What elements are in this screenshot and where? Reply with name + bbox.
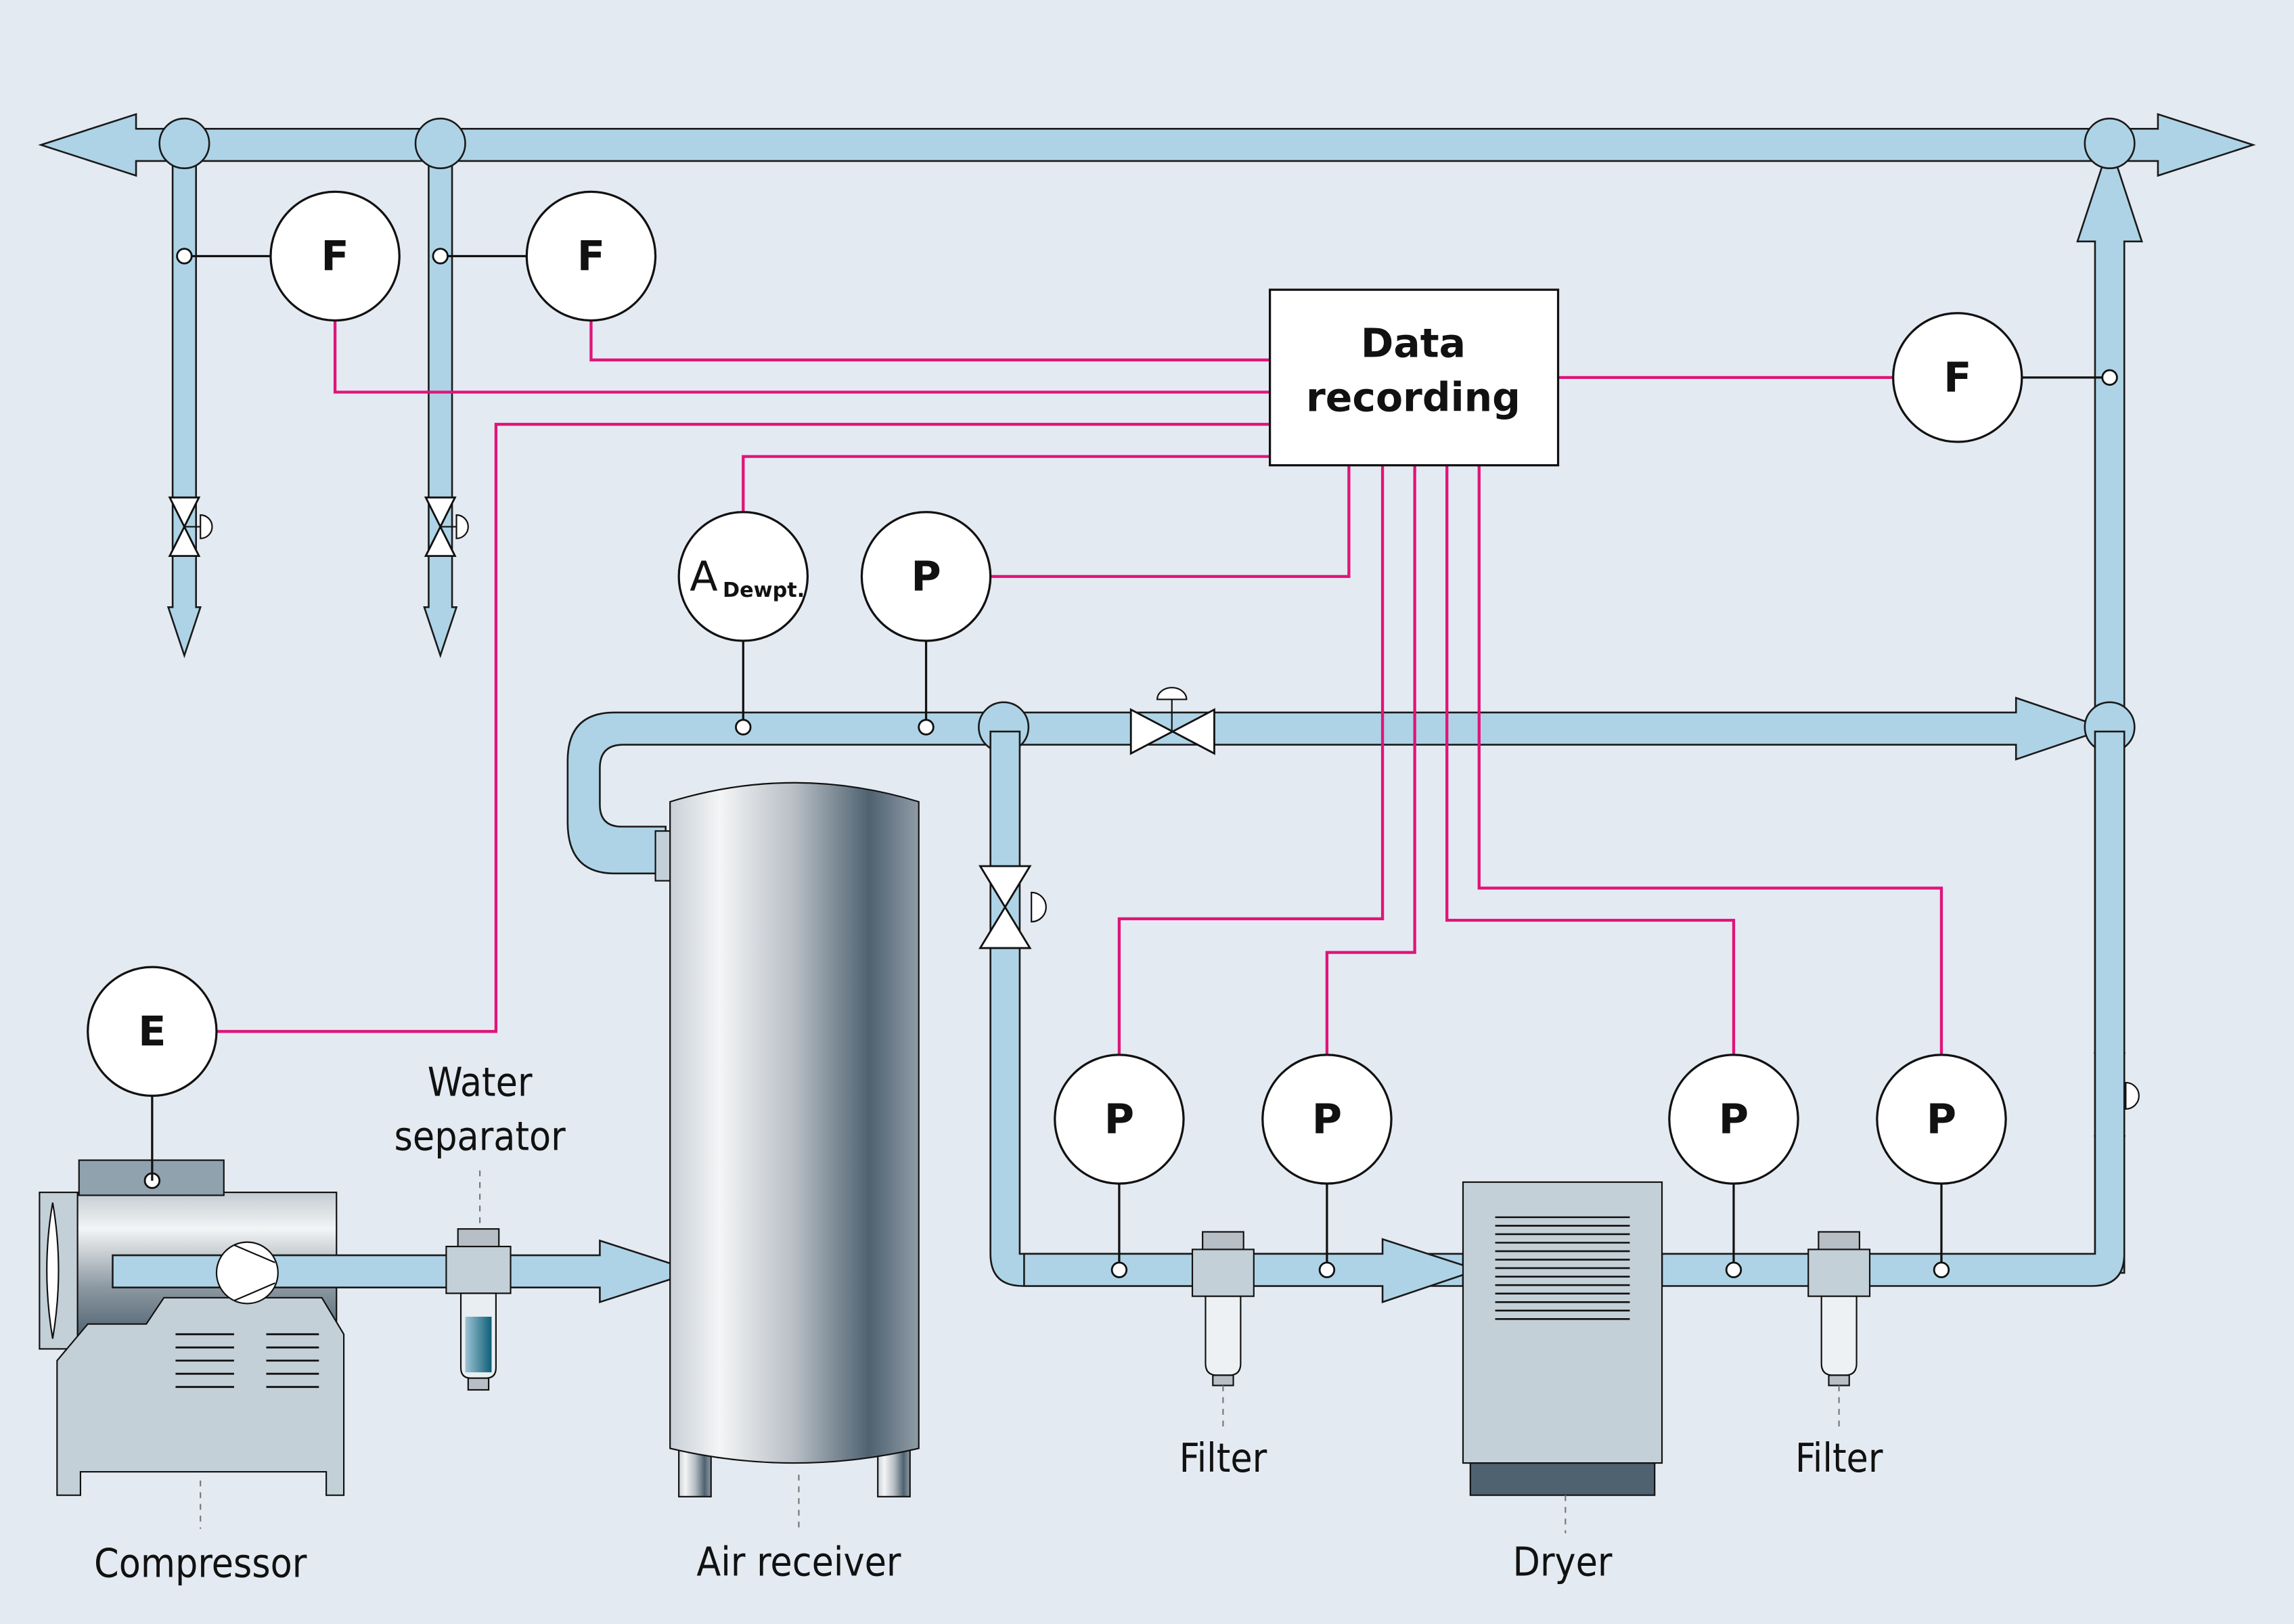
pressure-sensor-receiver[interactable]: P: [860, 511, 992, 642]
instrument-letter: F: [1943, 355, 1971, 402]
water-separator-label-2: separator: [395, 1113, 566, 1159]
dryer[interactable]: [1462, 1181, 1663, 1496]
filter-1-label: Filter: [1179, 1435, 1267, 1481]
water-separator-label-1: Water: [428, 1059, 533, 1105]
main-header-pipe: [38, 112, 2256, 177]
energy-meter[interactable]: E: [87, 966, 218, 1098]
valve-icon[interactable]: [979, 865, 1047, 949]
instrument-letter: E: [138, 1008, 166, 1056]
air-receiver-label: Air receiver: [696, 1539, 901, 1585]
instrument-letter: P: [1927, 1096, 1956, 1144]
instrument-letter: F: [321, 233, 348, 280]
instrument-letter: P: [1312, 1096, 1342, 1144]
air-receiver[interactable]: [654, 782, 920, 1497]
dewpoint-analyzer[interactable]: A Dewpt.: [677, 511, 809, 642]
compressor-label: Compressor: [94, 1541, 307, 1587]
data-recording-line1: Data: [1361, 321, 1466, 367]
branch-pipe-1: [158, 117, 213, 658]
instrument-subscript: Dewpt.: [723, 579, 805, 602]
instrument-letter: A: [690, 554, 717, 601]
compressor[interactable]: [39, 1159, 698, 1496]
sensor-connections: [151, 248, 2118, 1278]
filter-2-label: Filter: [1795, 1435, 1883, 1481]
valve-icon[interactable]: [424, 496, 469, 558]
valve-icon[interactable]: [1129, 687, 1215, 755]
instrument-letter: P: [1104, 1096, 1134, 1144]
fan-icon: [46, 1202, 60, 1339]
flow-meter-2[interactable]: F: [525, 190, 657, 322]
instrument-letter: F: [577, 233, 605, 280]
filter-1[interactable]: [1191, 1231, 1255, 1386]
data-recording-box[interactable]: Data recording: [1268, 288, 1560, 467]
pressure-sensor-filter1-in[interactable]: P: [1054, 1054, 1185, 1185]
instrument-letter: P: [1719, 1096, 1749, 1144]
flow-meter-1[interactable]: F: [269, 190, 401, 322]
leader-lines: [200, 1170, 1840, 1533]
data-recording-line2: recording: [1306, 375, 1521, 421]
flow-meter-3[interactable]: F: [1891, 312, 2023, 443]
filter-2[interactable]: [1807, 1231, 1871, 1386]
branch-pipe-2: [414, 117, 469, 658]
junction-icon: [414, 117, 466, 170]
water-separator[interactable]: [445, 1228, 512, 1391]
dryer-label: Dryer: [1513, 1539, 1613, 1585]
valve-icon[interactable]: [168, 496, 213, 558]
junction-icon: [158, 117, 210, 170]
pressure-sensor-filter2-in[interactable]: P: [1668, 1054, 1799, 1185]
pressure-sensor-filter1-out[interactable]: P: [1261, 1054, 1393, 1185]
pressure-sensor-filter2-out[interactable]: P: [1876, 1054, 2007, 1185]
signal-lines: [216, 320, 1943, 1057]
instrument-letter: P: [911, 554, 941, 601]
